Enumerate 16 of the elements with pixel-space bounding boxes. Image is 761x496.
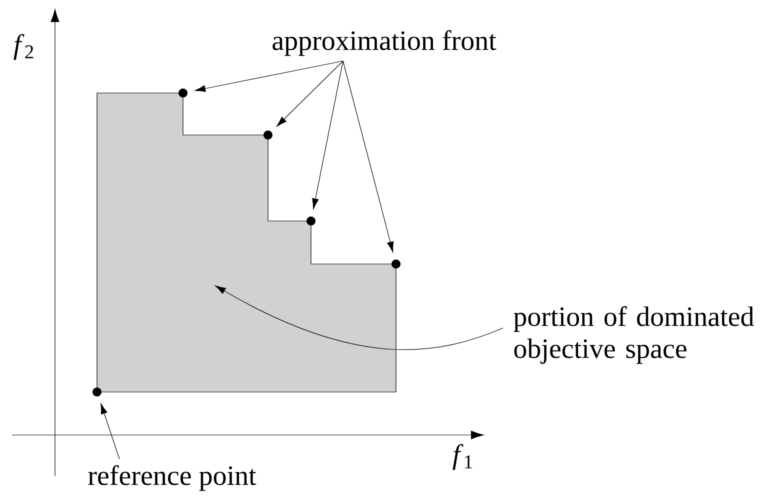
text-label: portion of dominated objective space <box>514 306 754 364</box>
arrow <box>276 60 344 127</box>
arrow <box>312 60 344 210</box>
text-label: approximation front <box>272 30 496 56</box>
axis-label: f$_{1}$ <box>452 444 472 470</box>
arrow <box>342 60 394 252</box>
point-marker <box>178 88 188 98</box>
point-marker <box>264 130 272 140</box>
axis-label: f$_{2}$ <box>14 34 34 60</box>
text-label: reference point <box>88 465 256 491</box>
arrow <box>100 403 120 460</box>
arrow <box>194 60 344 92</box>
arrow <box>215 286 504 350</box>
point-marker <box>392 260 400 268</box>
point-marker <box>92 388 102 396</box>
point-marker <box>306 216 316 226</box>
